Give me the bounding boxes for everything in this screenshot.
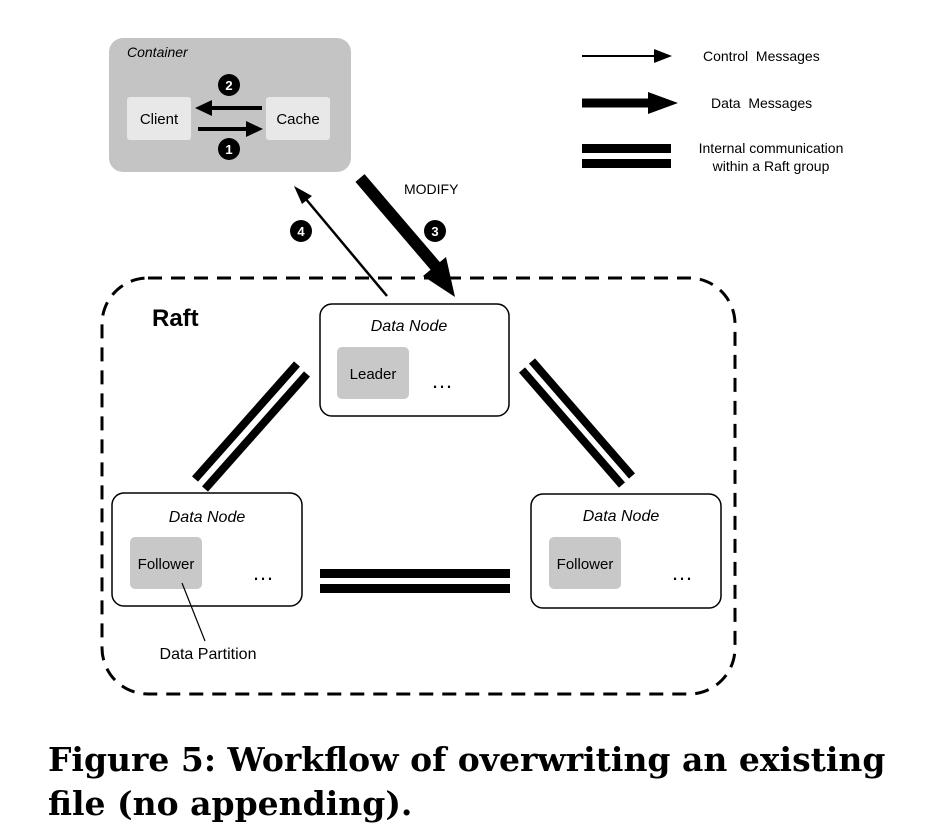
data-node-right-follower: Data Node Follower … — [530, 493, 722, 609]
legend-internal-label-2: within a Raft group — [712, 158, 830, 174]
partition-label: Data Partition — [160, 646, 257, 663]
follower-label: Follower — [557, 556, 614, 573]
leader-label: Leader — [350, 366, 397, 383]
client-box — [127, 97, 191, 140]
step-1-badge — [218, 138, 240, 160]
raft-group-boundary — [100, 276, 737, 696]
cache-label: Cache — [276, 111, 319, 128]
data-node-title: Data Node — [169, 509, 246, 526]
legend-internal-lines — [582, 144, 671, 168]
figure-caption: Figure 5: Workflow of overwriting an exi… — [48, 740, 886, 823]
follower-label: Follower — [138, 556, 195, 573]
follower-box — [549, 537, 621, 589]
modify-label: MODIFY — [404, 181, 459, 197]
legend-data-label: Data Messages — [711, 95, 812, 111]
more-ellipsis: … — [431, 368, 453, 393]
step-4-badge — [290, 220, 312, 242]
container-group: Container Client Cache 2 1 — [109, 38, 351, 172]
more-ellipsis: … — [252, 560, 274, 585]
client-label: Client — [140, 111, 179, 128]
raft-title: Raft — [152, 305, 199, 332]
legend-data-arrow — [582, 92, 678, 114]
data-node-leader: Data Node Leader … — [319, 303, 510, 417]
data-node-title: Data Node — [583, 508, 660, 525]
more-ellipsis: … — [671, 560, 693, 585]
cache-box — [266, 97, 330, 140]
step-3-badge — [424, 220, 446, 242]
step-2-badge — [218, 74, 240, 96]
data-node-left-follower: Data Node Follower … — [111, 492, 303, 607]
modify-data-arrow — [355, 174, 455, 297]
legend-control-arrow — [582, 49, 672, 63]
container-title: Container — [127, 44, 189, 60]
left-right-link — [320, 569, 510, 593]
legend-internal-label-1: Internal communication — [699, 140, 844, 156]
legend: Control Messages Data Messages Internal … — [582, 48, 843, 174]
legend-control-label: Control Messages — [703, 48, 820, 64]
partition-pointer — [181, 582, 206, 642]
client-to-cache-arrow — [198, 121, 263, 137]
leader-left-link — [192, 361, 310, 492]
follower-box — [130, 537, 202, 589]
cache-to-client-arrow — [195, 100, 262, 116]
data-node-title: Data Node — [371, 318, 448, 335]
step-3-label: 3 — [431, 224, 438, 239]
step-2-label: 2 — [225, 78, 232, 93]
leader-right-link — [518, 358, 636, 488]
return-control-arrow — [294, 186, 388, 297]
leader-box — [337, 347, 409, 399]
step-1-label: 1 — [225, 142, 232, 157]
step-4-label: 4 — [297, 224, 305, 239]
